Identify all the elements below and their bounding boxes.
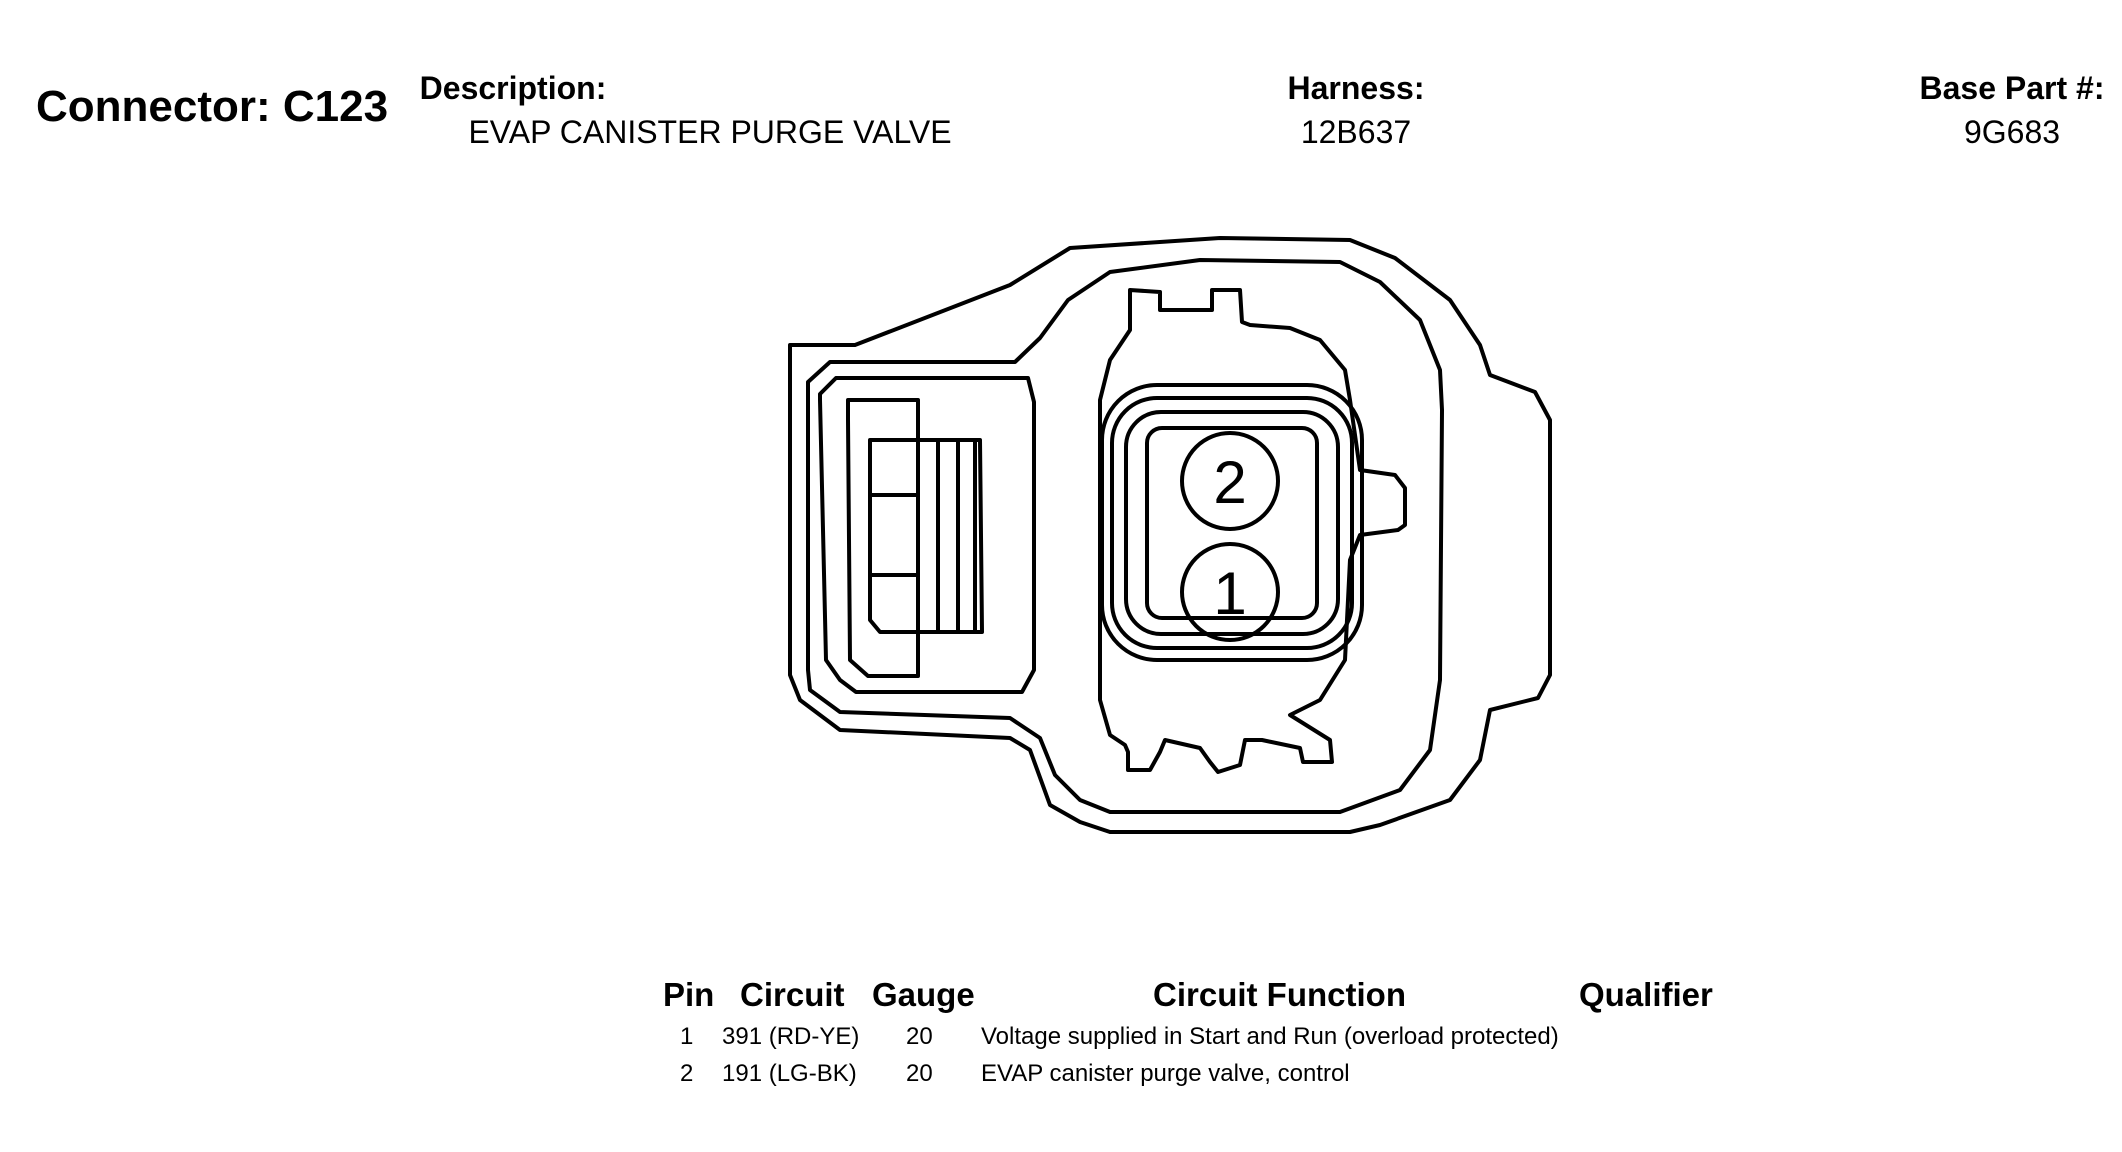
pin-1-label: 1	[1213, 560, 1246, 627]
col-header-qualifier: Qualifier	[1579, 976, 1713, 1013]
harness-label: Harness:	[1287, 70, 1425, 106]
pin-cavity	[1145, 426, 1319, 620]
cavity-block-outer	[1098, 288, 1407, 774]
row-gauge: 20	[906, 1023, 933, 1050]
col-header-gauge: Gauge	[872, 976, 975, 1013]
harness-value: 12B637	[1300, 114, 1412, 150]
row-circuit: 391 (RD-YE)	[722, 1023, 860, 1050]
latch-rib-shape	[868, 438, 984, 634]
pin-1-terminal: 1	[1180, 542, 1280, 642]
row-circuit-function: EVAP canister purge valve, control	[981, 1060, 1350, 1087]
description-value: EVAP CANISTER PURGE VALVE	[468, 114, 952, 150]
row-circuit-function: Voltage supplied in Start and Run (overl…	[981, 1023, 1559, 1050]
base-part-value: 9G683	[1963, 114, 2061, 150]
cavity-frame-mid	[1110, 396, 1354, 650]
housing-outer-outline	[788, 236, 1552, 834]
col-header-pin: Pin	[663, 976, 715, 1013]
row-circuit: 191 (LG-BK)	[722, 1060, 857, 1087]
col-header-circuit: Circuit	[740, 976, 845, 1013]
row-gauge: 20	[906, 1060, 933, 1087]
cavity-frame-inner	[1124, 410, 1340, 636]
latch-outer-frame	[818, 376, 1036, 694]
connector-title: Connector: C123	[36, 82, 389, 131]
col-header-circuit-function: Circuit Function	[1153, 976, 1406, 1013]
pin-2-circle	[1180, 431, 1280, 531]
latch-inner-frame	[846, 398, 920, 678]
pin-2-terminal: 2	[1180, 431, 1280, 531]
base-part-label: Base Part #:	[1919, 70, 2105, 106]
housing-inner-outline	[806, 258, 1444, 814]
row-pin: 2	[680, 1060, 694, 1087]
description-label: Description:	[419, 70, 607, 106]
row-pin: 1	[680, 1023, 694, 1050]
pin-2-label: 2	[1213, 449, 1246, 516]
pin-1-circle	[1180, 542, 1280, 642]
cavity-frame-outer	[1100, 383, 1364, 662]
